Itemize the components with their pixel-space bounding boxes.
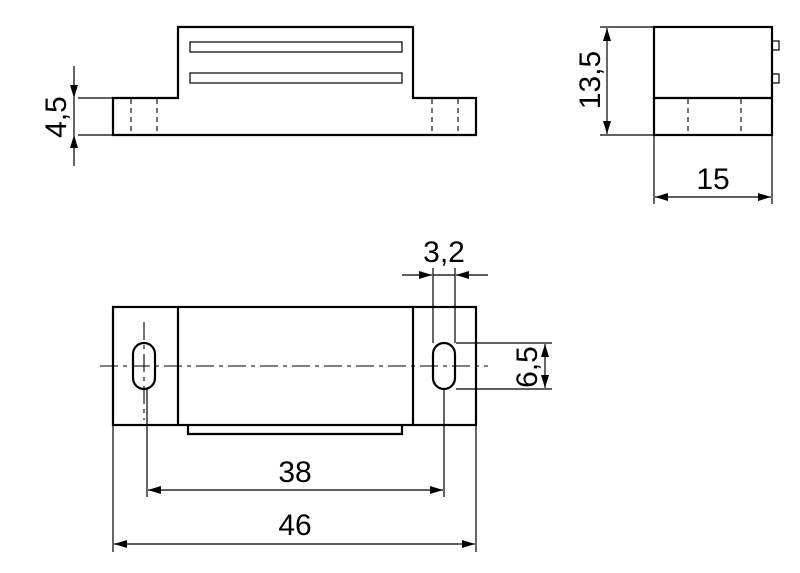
front-view-slot-bottom	[189, 72, 403, 84]
dim-slot-length: 6,5	[511, 346, 544, 388]
dim-total-height: 13,5	[574, 51, 607, 109]
front-view-slot-top	[189, 41, 403, 53]
dim-depth: 15	[696, 163, 729, 196]
top-view: 3,2 6,5 38 46	[100, 236, 552, 552]
dim-overall-length: 46	[278, 509, 311, 542]
side-view: 13,5 15	[574, 25, 780, 204]
dim-slot-width: 3,2	[423, 236, 465, 269]
side-view-pin	[771, 40, 780, 51]
dim-hole-spacing: 38	[278, 456, 311, 489]
front-view-outline	[111, 25, 478, 137]
side-view-pin	[771, 73, 780, 84]
side-view-outline	[652, 25, 774, 137]
top-view-magnet-plate	[186, 425, 404, 436]
dim-base-height: 4,5	[40, 96, 73, 138]
front-view: 4,5	[40, 25, 478, 166]
